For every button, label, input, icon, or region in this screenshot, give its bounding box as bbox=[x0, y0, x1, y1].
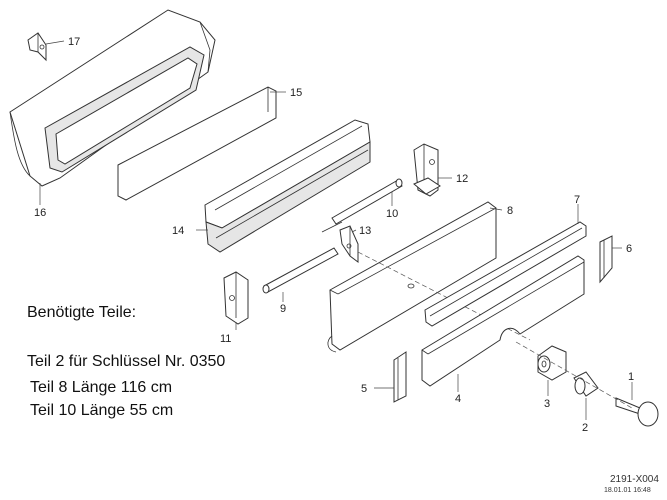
callout-5: 5 bbox=[361, 383, 367, 395]
note-line-2: Teil 8 Länge 116 cm bbox=[30, 379, 173, 396]
callout-6: 6 bbox=[626, 243, 632, 255]
drawing-code: 2191-X004 bbox=[610, 474, 659, 485]
callout-17: 17 bbox=[68, 36, 80, 48]
callout-12: 12 bbox=[456, 173, 468, 185]
part-5-endcap bbox=[393, 351, 407, 403]
part-6-endcap bbox=[599, 235, 613, 284]
part-4-front-panel bbox=[421, 255, 585, 387]
part-14-rail bbox=[204, 119, 371, 253]
part-13-hinge bbox=[321, 221, 359, 263]
part-11-bracket bbox=[223, 271, 249, 325]
part-10-rod bbox=[331, 178, 403, 225]
callout-2: 2 bbox=[582, 422, 588, 434]
callout-8: 8 bbox=[507, 205, 513, 217]
part-17-bracket bbox=[27, 32, 47, 62]
callout-15: 15 bbox=[290, 87, 302, 99]
notes-title: Benötigte Teile: bbox=[27, 304, 137, 321]
callout-13: 13 bbox=[359, 225, 371, 237]
callout-7: 7 bbox=[574, 194, 580, 206]
callout-10: 10 bbox=[386, 208, 398, 220]
part-16-housing bbox=[9, 9, 216, 187]
part-15-panel bbox=[117, 86, 277, 201]
callout-11: 11 bbox=[220, 333, 231, 345]
part-7-strip bbox=[424, 221, 587, 327]
callout-1: 1 bbox=[628, 371, 634, 383]
callout-3: 3 bbox=[544, 398, 550, 410]
callout-16: 16 bbox=[34, 207, 46, 219]
part-2-sleeve bbox=[573, 371, 599, 397]
note-line-3: Teil 10 Länge 55 cm bbox=[30, 402, 174, 419]
callout-14: 14 bbox=[172, 225, 184, 237]
callout-4: 4 bbox=[455, 393, 461, 405]
note-line-1: Teil 2 für Schlüssel Nr. 0350 bbox=[27, 353, 226, 370]
part-3-lock bbox=[537, 345, 567, 381]
part-9-rod bbox=[262, 247, 339, 294]
part-8-lid bbox=[327, 201, 497, 353]
part-12-bracket bbox=[413, 143, 441, 197]
leader-lines bbox=[39, 40, 633, 420]
callout-9: 9 bbox=[280, 303, 286, 315]
drawing-date: 18.01.01 16:48 bbox=[604, 487, 651, 494]
lock-axis-line bbox=[515, 341, 633, 409]
